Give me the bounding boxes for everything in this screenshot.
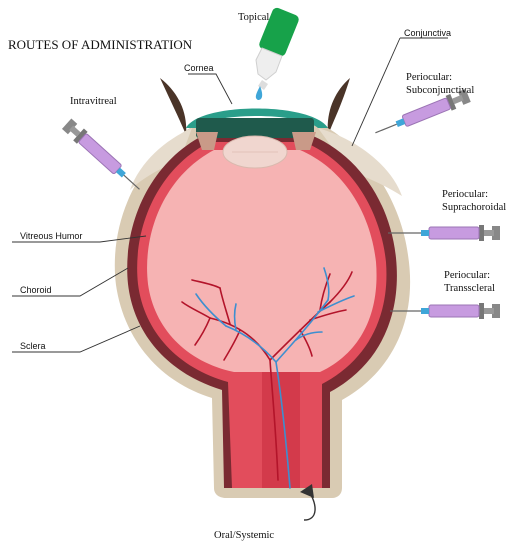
leader-lines bbox=[12, 37, 448, 353]
syringe-intravitreal bbox=[61, 118, 140, 190]
label-cornea: Cornea bbox=[184, 63, 214, 73]
drop bbox=[255, 86, 263, 100]
label-vitreous-humor: Vitreous Humor bbox=[20, 231, 82, 241]
label-intravitreal: Intravitreal bbox=[70, 96, 117, 107]
vitreous-humor bbox=[147, 150, 377, 372]
label-subconjunctival-1: Periocular: bbox=[406, 72, 452, 83]
label-suprachoroidal-2: Suprachoroidal bbox=[442, 202, 506, 213]
label-transscleral-2: Transscleral bbox=[444, 283, 495, 294]
cornea bbox=[186, 108, 328, 128]
label-sclera: Sclera bbox=[20, 341, 46, 351]
label-conjunctiva: Conjunctiva bbox=[404, 28, 451, 38]
iris bbox=[196, 118, 314, 138]
syringe-subconjunctival bbox=[375, 88, 471, 134]
label-suprachoroidal-1: Periocular: bbox=[442, 189, 488, 200]
optic-nerve bbox=[262, 372, 300, 488]
syringe-suprachoroidal bbox=[388, 225, 500, 241]
syringe-transscleral bbox=[390, 303, 500, 319]
label-topical: Topical bbox=[238, 12, 269, 23]
retinal-vessels-blue bbox=[195, 267, 355, 489]
conjunctiva bbox=[318, 128, 402, 196]
topical-dropper bbox=[255, 7, 299, 100]
label-choroid: Choroid bbox=[20, 285, 52, 295]
upper-eyelid-right bbox=[327, 78, 350, 135]
label-subconjunctival-2: Subconjunctival bbox=[406, 85, 474, 96]
label-transscleral-1: Periocular: bbox=[444, 270, 490, 281]
label-oral-systemic: Oral/Systemic bbox=[214, 530, 274, 541]
oral-arrow-head bbox=[300, 484, 314, 498]
upper-eyelid-left bbox=[160, 78, 187, 135]
diagram-title: ROUTES OF ADMINISTRATION bbox=[8, 37, 193, 52]
